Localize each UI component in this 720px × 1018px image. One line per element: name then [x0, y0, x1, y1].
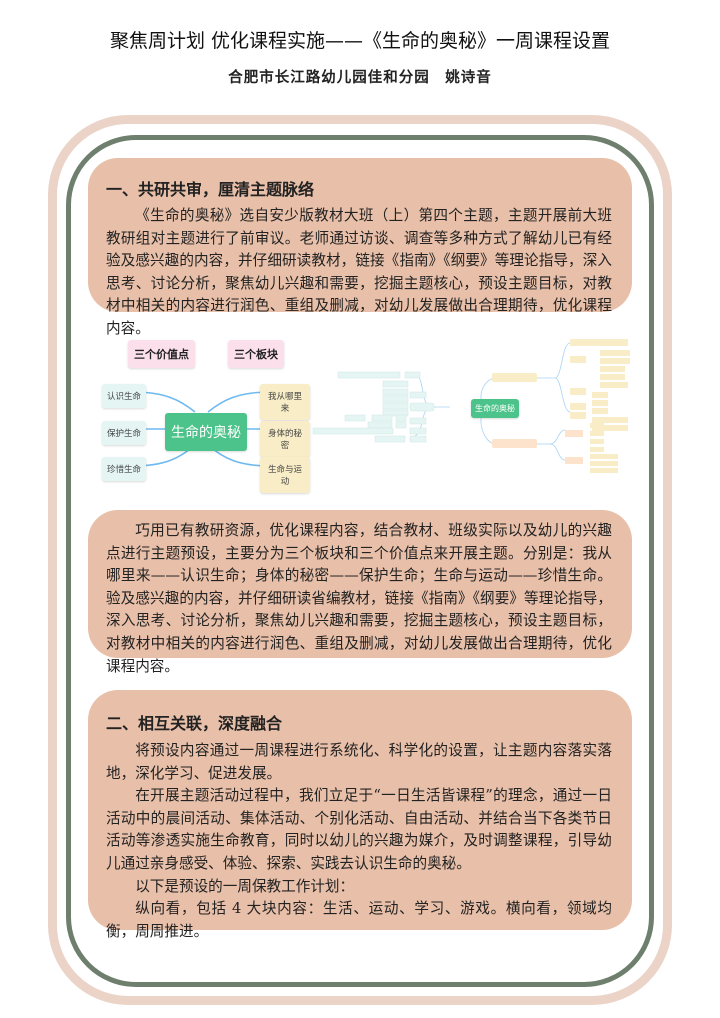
- section-1b-paragraph: 巧用已有教研资源，优化课程内容，结合教材、班级实际以及幼儿的兴趣点进行主题预设，…: [106, 522, 612, 675]
- inner-frame: [66, 135, 654, 987]
- section-1-paragraph: 《生命的奥秘》选自安少版教材大班（上）第四个主题，主题开展前大班教研组对主题进行…: [106, 207, 612, 337]
- blocks-heading: 三个板块: [228, 340, 284, 368]
- value-node: 保护生命: [102, 421, 147, 445]
- mindmap-2-graphic: [312, 339, 630, 473]
- value-node: 认识生命: [102, 384, 147, 408]
- section-2-box: 二、相互关联，深度融合 将预设内容通过一周课程进行系统化、科学化的设置，让主题内…: [88, 690, 632, 940]
- section-2-paragraph: 在开展主题活动过程中，我们立足于“一日生活皆课程”的理念，通过一日活动中的晨间活…: [106, 787, 612, 872]
- section-1-heading: 一、共研共审，厘清主题脉络: [106, 180, 315, 199]
- block-node: 我从哪里来: [260, 384, 310, 420]
- section-1b-box: 巧用已有教研资源，优化课程内容，结合教材、班级实际以及幼儿的兴趣点进行主题预设，…: [88, 510, 632, 675]
- mindmap-detailed: 生命的奥秘: [300, 330, 630, 490]
- author-line: 合肥市长江路幼儿园佳和分园 姚诗音: [228, 69, 492, 86]
- section-2-paragraph: 纵向看，包括 4 大块内容：生活、运动、学习、游戏。横向看，领域均衡，周周推进。: [106, 900, 612, 940]
- mindmap-1-center: 生命的奥秘: [165, 413, 247, 451]
- mindmap-value-points: 三个价值点 三个板块 认识生命 保护生命 珍惜生命 生命的奥秘 我从哪里来 身体…: [95, 330, 310, 493]
- value-node: 珍惜生命: [102, 457, 147, 481]
- block-node: 生命与运动: [260, 457, 310, 493]
- page-title: 聚焦周计划 优化课程实施——《生命的奥秘》一周课程设置: [109, 30, 611, 52]
- section-2-paragraph: 将预设内容通过一周课程进行系统化、科学化的设置，让主题内容落实落地，深化学习、促…: [106, 742, 612, 782]
- value-points-heading: 三个价值点: [128, 340, 195, 368]
- block-node: 身体的秘密: [260, 421, 310, 457]
- section-1-box: 一、共研共审，厘清主题脉络 《生命的奥秘》选自安少版教材大班（上）第四个主题，主…: [88, 158, 632, 337]
- section-2-paragraph: 以下是预设的一周保教工作计划：: [135, 877, 355, 895]
- section-2-heading: 二、相互关联，深度融合: [106, 714, 283, 733]
- mindmap-2-center: 生命的奥秘: [471, 399, 519, 418]
- outer-frame: [48, 115, 672, 1005]
